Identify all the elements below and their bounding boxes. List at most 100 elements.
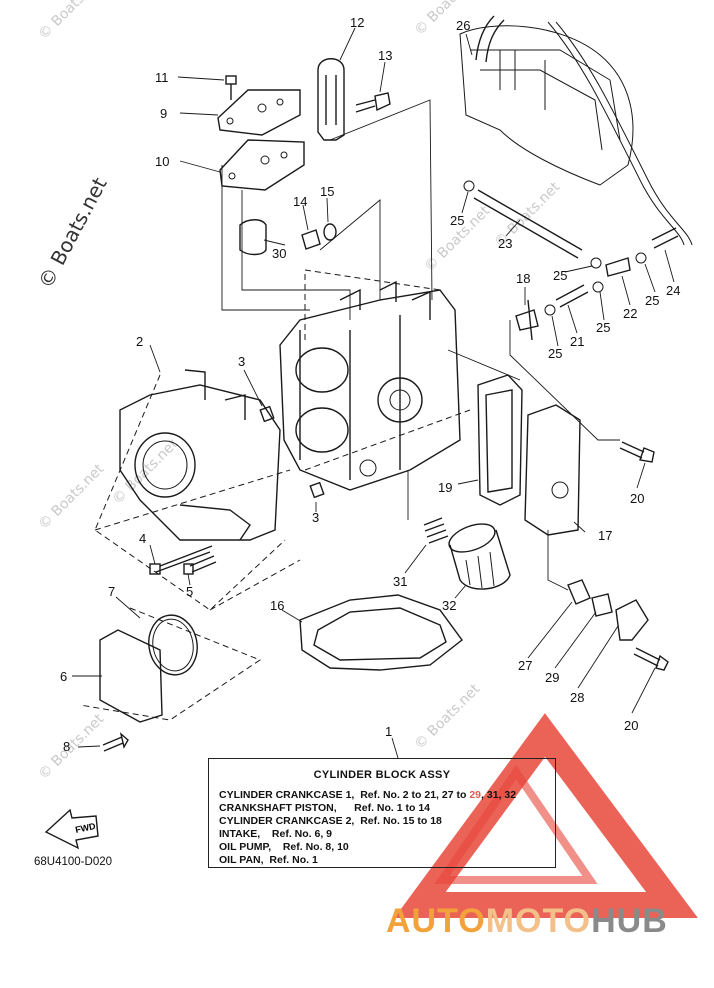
callout-32: 32 — [442, 598, 456, 613]
dowel-3 — [259, 405, 275, 423]
o-ring-15 — [323, 223, 337, 241]
cover-plate-9 — [217, 89, 301, 136]
callout-27: 27 — [518, 658, 532, 673]
callout-18: 18 — [516, 271, 530, 286]
callout-25: 25 — [548, 346, 562, 361]
hose-26 — [475, 15, 505, 63]
automotohub-logo: AUTOMOTOHUB — [386, 902, 668, 941]
gasket-29 — [591, 593, 613, 617]
legend-row: CYLINDER CRANKCASE 1, Ref. No. 2 to 21, … — [219, 789, 516, 802]
hose-24 — [651, 227, 679, 249]
callout-9: 9 — [160, 106, 167, 121]
bolt-11 — [225, 75, 237, 100]
cover-17 — [524, 404, 581, 536]
callout-20: 20 — [624, 718, 638, 733]
engine-housing — [459, 21, 693, 246]
dowel-3 — [309, 481, 325, 499]
gasket-19 — [477, 374, 523, 506]
gasket-7-inner — [152, 618, 194, 672]
fwd-arrow: FWD — [44, 808, 99, 850]
callout-25: 25 — [596, 320, 610, 335]
crankcase-block — [279, 280, 461, 491]
bolt-20 — [619, 441, 655, 463]
legend-ref: Ref. No. 6, 9 — [271, 828, 333, 840]
callout-5: 5 — [186, 584, 193, 599]
legend-row: CRANKSHAFT PISTON, Ref. No. 1 to 14 — [219, 802, 516, 815]
legend-ref: Ref. No. 15 to 18 — [360, 815, 442, 827]
legend-ref-tail: , 31, 32 — [481, 789, 517, 801]
spring-31 — [423, 517, 449, 544]
legend-ref: Ref. No. 8, 10 — [282, 841, 349, 853]
callout-23: 23 — [498, 236, 512, 251]
legend-rows: CYLINDER CRANKCASE 1, Ref. No. 2 to 21, … — [219, 789, 516, 867]
watermark: © Boats.net — [36, 0, 108, 43]
bolt-5-head — [183, 563, 194, 575]
watermark: © Boats.net — [36, 711, 108, 783]
bolt-20-lower — [633, 647, 669, 671]
callout-29: 29 — [545, 670, 559, 685]
cylinder-casting-2 — [119, 369, 281, 541]
callout-30: 30 — [272, 246, 286, 261]
diagram-code: 68U4100-D020 — [34, 856, 113, 868]
bracket-12 — [317, 58, 345, 141]
watermarks: © Boats.net © Boats.net © Boats.net © Bo… — [33, 0, 563, 783]
gasket-10 — [219, 139, 305, 191]
callout-12: 12 — [350, 15, 364, 30]
cover-28 — [615, 599, 649, 641]
legend-label: CYLINDER CRANKCASE 1, — [219, 789, 355, 801]
legend-ref: Ref. No. 2 to 21, 27 to — [360, 789, 467, 801]
logo-part-auto: AUTO — [386, 902, 486, 940]
callouts: 1 2 3 3 4 5 6 7 8 9 10 11 12 13 14 15 16… — [60, 15, 680, 754]
legend-box: CYLINDER BLOCK ASSY CYLINDER CRANKCASE 1… — [208, 758, 556, 868]
hose-23 — [473, 189, 583, 259]
callout-1: 1 — [385, 724, 392, 739]
legend-label: OIL PAN, — [219, 854, 264, 866]
callout-17: 17 — [598, 528, 612, 543]
callout-25: 25 — [553, 268, 567, 283]
logo-triangle — [394, 713, 698, 918]
oil-filter-32 — [448, 523, 511, 590]
legend-label: OIL PUMP, — [219, 841, 272, 853]
bolt-8 — [102, 732, 129, 752]
assembly-lines — [79, 99, 620, 721]
fitting-18 — [515, 299, 539, 341]
bolt-13 — [355, 92, 391, 113]
callout-21: 21 — [570, 334, 584, 349]
callout-16: 16 — [270, 598, 284, 613]
cover-17-boss — [551, 481, 569, 499]
callout-19: 19 — [438, 480, 452, 495]
legend-row: INTAKE, Ref. No. 6, 9 — [219, 828, 516, 841]
callout-6: 6 — [60, 669, 67, 684]
legend-row: CYLINDER CRANKCASE 2, Ref. No. 15 to 18 — [219, 815, 516, 828]
callout-3: 3 — [238, 354, 245, 369]
watermark: © Boats.net — [33, 173, 112, 292]
gasket-7 — [148, 614, 198, 676]
callout-25: 25 — [450, 213, 464, 228]
fitting-22 — [605, 257, 631, 277]
plug-14 — [301, 229, 321, 250]
callout-11: 11 — [155, 70, 169, 85]
valve-27 — [567, 579, 591, 605]
callout-31: 31 — [393, 574, 407, 589]
bolt-5 — [189, 555, 217, 573]
gasket-16 — [299, 594, 463, 671]
legend-ref: Ref. No. 1 — [269, 854, 318, 866]
callout-28: 28 — [570, 690, 584, 705]
legend-ref: Ref. No. 1 to 14 — [354, 802, 431, 814]
watermark: © Boats.net — [412, 0, 484, 39]
logo-part-moto: MOTO — [485, 902, 592, 940]
callout-20: 20 — [630, 491, 644, 506]
legend-row: OIL PAN, Ref. No. 1 — [219, 854, 516, 867]
legend-label: CYLINDER CRANKCASE 2, — [219, 815, 355, 827]
legend-row: OIL PUMP, Ref. No. 8, 10 — [219, 841, 516, 854]
bolt-4 — [155, 545, 213, 573]
clips-25 — [463, 180, 647, 316]
legend-label: INTAKE, — [219, 828, 261, 840]
watermark: © Boats.net — [36, 461, 108, 533]
legend-ref-red: 29 — [469, 789, 482, 801]
callout-25: 25 — [645, 293, 659, 308]
callout-3: 3 — [312, 510, 319, 525]
callout-8: 8 — [63, 739, 70, 754]
callout-15: 15 — [320, 184, 334, 199]
